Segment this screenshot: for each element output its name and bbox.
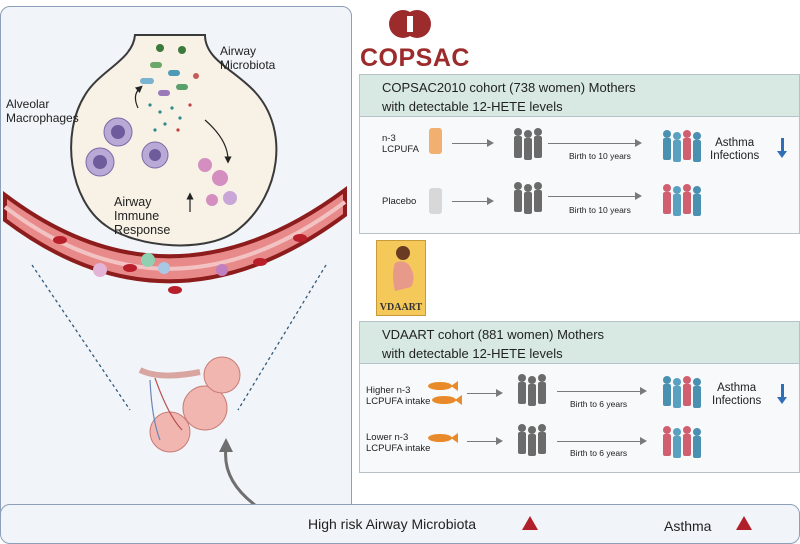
flow-arrow	[467, 389, 503, 397]
copsac-outcome-label: Asthma Infections	[710, 137, 760, 162]
immune-cells	[198, 158, 237, 206]
fish-icon	[428, 381, 462, 405]
copsac-placebo-label: Placebo	[382, 196, 417, 207]
vdaart-logo: VDAART	[376, 240, 426, 316]
children-outcome-icon	[660, 128, 708, 169]
copsac-timeline-label: Birth to 10 years	[569, 205, 631, 215]
microbiota-cluster	[140, 44, 199, 96]
flow-arrow	[557, 437, 647, 445]
vdaart-timeline-label: Birth to 6 years	[570, 448, 628, 458]
copsac-timeline-label: Birth to 10 years	[569, 151, 631, 161]
increase-arrow-icon	[736, 516, 752, 530]
vdaart-logo-text: VDAART	[379, 302, 423, 313]
signal-dots	[148, 103, 192, 132]
vdaart-lower-intake-label: Lower n-3 LCPUFA intake	[366, 432, 431, 454]
alveolar-macrophages-label: Alveolar Macrophages	[6, 97, 79, 125]
flow-arrow	[548, 192, 642, 200]
child-group-icon	[510, 126, 550, 167]
flow-arrow	[452, 197, 494, 205]
child-group-icon	[510, 180, 550, 221]
copsac-treatment-label: n-3 LCPUFA	[382, 133, 419, 155]
red-blood-cells	[53, 234, 307, 294]
airway-illustration	[2, 34, 347, 505]
children-outcome-icon	[660, 374, 708, 415]
macrophage-cells	[85, 117, 169, 177]
vdaart-timeline-label: Birth to 6 years	[570, 399, 628, 409]
airway-microbiota-label: Airway Microbiota	[220, 44, 276, 72]
copsac-cohort-header: COPSAC2010 cohort (738 women) Mothers wi…	[360, 75, 799, 117]
vdaart-outcome-label: Asthma Infections	[712, 382, 762, 407]
high-risk-microbiota-label: High risk Airway Microbiota	[308, 516, 477, 532]
vdaart-higher-intake-label: Higher n-3 LCPUFA intake	[366, 385, 431, 407]
vdaart-cohort-box: VDAART cohort (881 women) Mothers with d…	[359, 321, 800, 473]
airway-immune-response-label: Airway Immune Response	[114, 195, 171, 237]
flow-arrow	[548, 139, 642, 147]
flow-arrow	[557, 387, 647, 395]
pregnant-woman-icon	[393, 246, 414, 291]
asthma-bottom-label: Asthma	[664, 518, 712, 534]
flow-arrow	[467, 437, 503, 445]
children-outcome-icon	[660, 182, 708, 223]
copsac-logo-icon	[389, 10, 431, 38]
decrease-arrow-icon	[777, 384, 787, 404]
vdaart-cohort-header: VDAART cohort (881 women) Mothers with d…	[360, 322, 799, 364]
children-outcome-icon	[660, 424, 708, 465]
child-group-icon	[514, 372, 554, 413]
capsule-icon	[429, 188, 442, 214]
increase-arrow-icon	[522, 516, 538, 530]
flow-arrow	[452, 139, 494, 147]
fish-icon	[428, 433, 458, 443]
child-group-icon	[514, 422, 554, 463]
airway-sac	[70, 34, 278, 247]
capsule-icon	[429, 128, 442, 154]
decrease-arrow-icon	[777, 138, 787, 158]
alveoli-illustration	[138, 356, 241, 453]
copsac-logo-text: COPSAC	[360, 44, 470, 72]
